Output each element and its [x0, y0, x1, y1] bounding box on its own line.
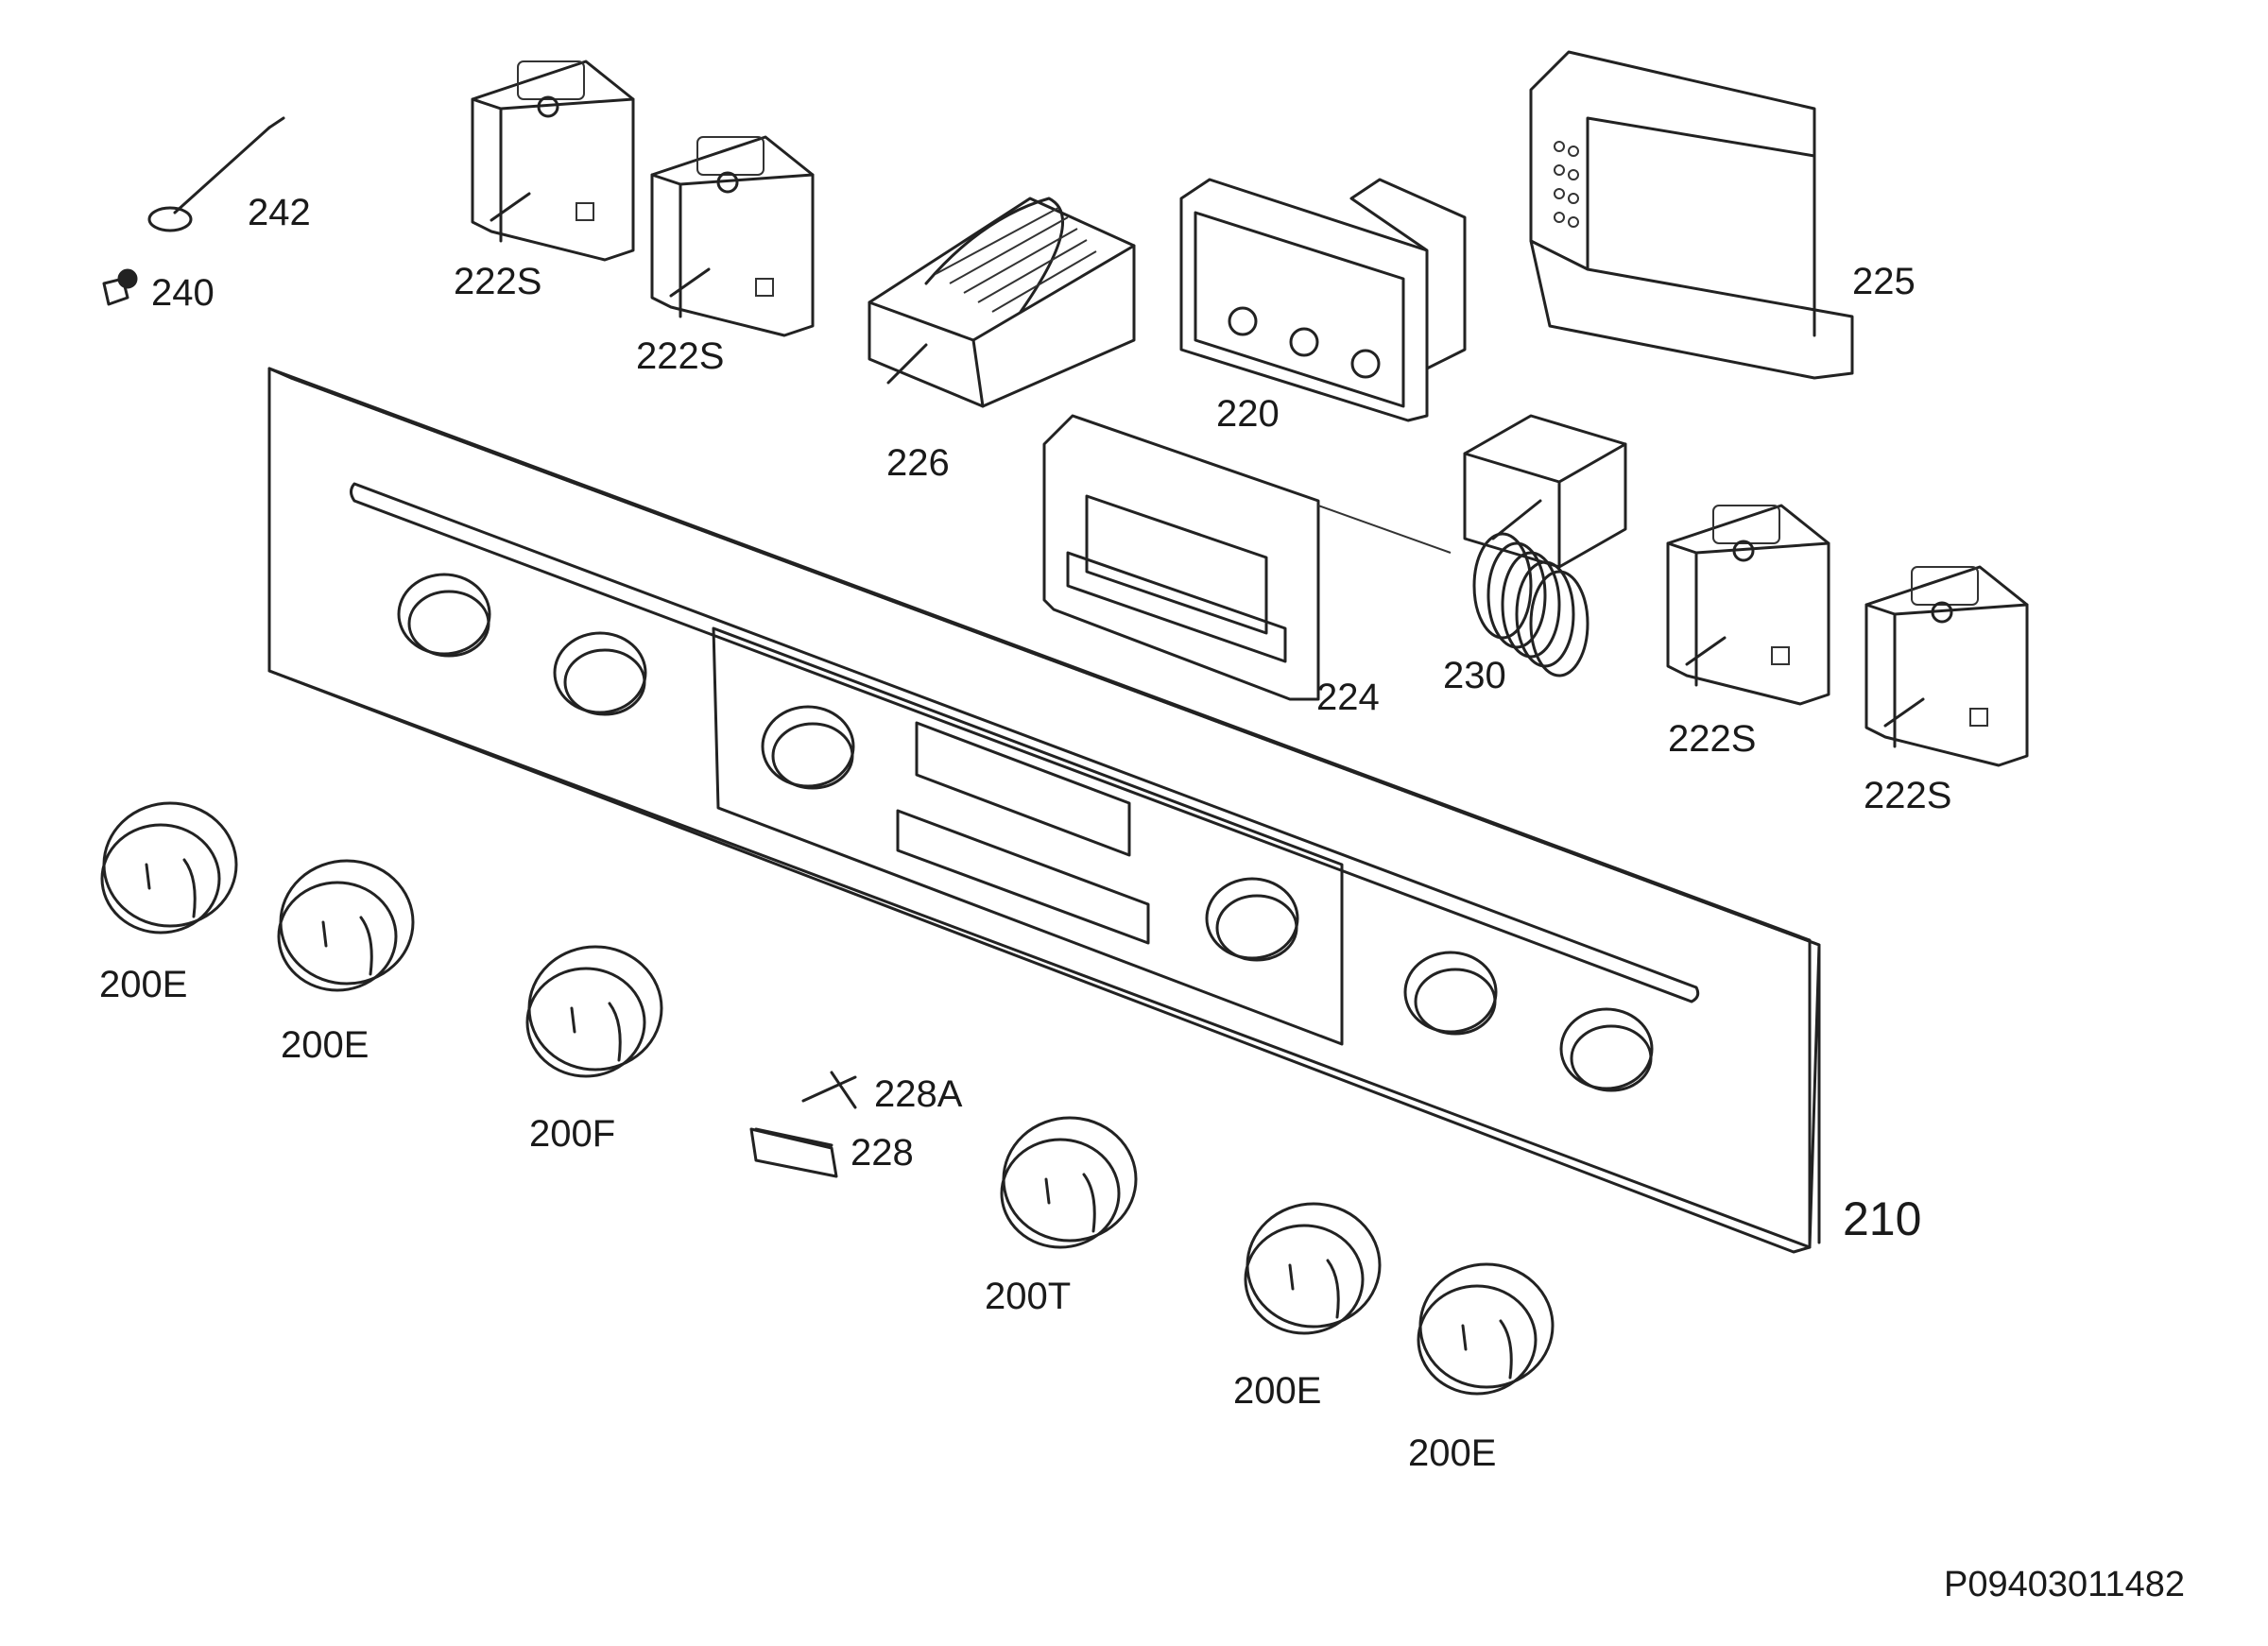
selector-switch-226-icon: [868, 197, 1136, 408]
part-label-222s-d: 222S: [1864, 775, 1952, 816]
part-label-200e-d: 200E: [1408, 1432, 1497, 1474]
regulator-222s-b-icon: [650, 135, 815, 337]
part-label-240: 240: [151, 272, 215, 314]
part-label-230: 230: [1443, 655, 1506, 696]
thermostat-230-icon: [1463, 414, 1627, 677]
regulator-222s-d-icon: [1864, 565, 2029, 767]
part-label-200e-c: 200E: [1233, 1370, 1322, 1412]
clip-240-icon: [102, 268, 138, 306]
part-label-210: 210: [1843, 1192, 1922, 1245]
programmer-224-icon: [1042, 414, 1452, 701]
part-label-228a: 228A: [874, 1073, 963, 1115]
regulator-222s-a-icon: [471, 60, 635, 262]
regulator-222s-c-icon: [1666, 504, 1830, 706]
energy-regulator-icon-set: [471, 60, 2029, 767]
part-label-222s-a: 222S: [454, 261, 542, 302]
part-label-200f: 200F: [529, 1113, 616, 1155]
knob-200e-b-icon: [277, 859, 415, 992]
part-label-242: 242: [248, 192, 311, 233]
part-label-200e-a: 200E: [99, 964, 188, 1005]
bracket-225-icon: [1529, 50, 1854, 380]
knob-200f-icon: [525, 945, 663, 1078]
part-label-222s-b: 222S: [636, 335, 725, 377]
drawing-code: P09403011482: [1944, 1565, 2185, 1604]
knob-icon-set: [100, 801, 1555, 1396]
knob-200e-a-icon: [100, 801, 238, 934]
part-label-220: 220: [1216, 393, 1280, 435]
part-label-222s-c: 222S: [1668, 718, 1757, 760]
cover-220-icon: [1179, 178, 1467, 422]
part-label-200t: 200T: [985, 1276, 1072, 1317]
part-label-200e-b: 200E: [281, 1024, 369, 1066]
control-panel-210: [267, 367, 1821, 1254]
button-228-icon: [749, 1127, 838, 1178]
sensor-242-icon: [147, 116, 285, 232]
knob-200e-c-icon: [1244, 1202, 1382, 1335]
button-228a-icon: [801, 1071, 857, 1109]
part-label-225: 225: [1852, 261, 1916, 302]
knob-200e-d-icon: [1417, 1262, 1555, 1396]
part-label-224: 224: [1316, 677, 1380, 718]
part-label-226: 226: [886, 442, 950, 484]
knob-200t-icon: [1000, 1116, 1138, 1249]
part-label-228: 228: [850, 1132, 914, 1174]
